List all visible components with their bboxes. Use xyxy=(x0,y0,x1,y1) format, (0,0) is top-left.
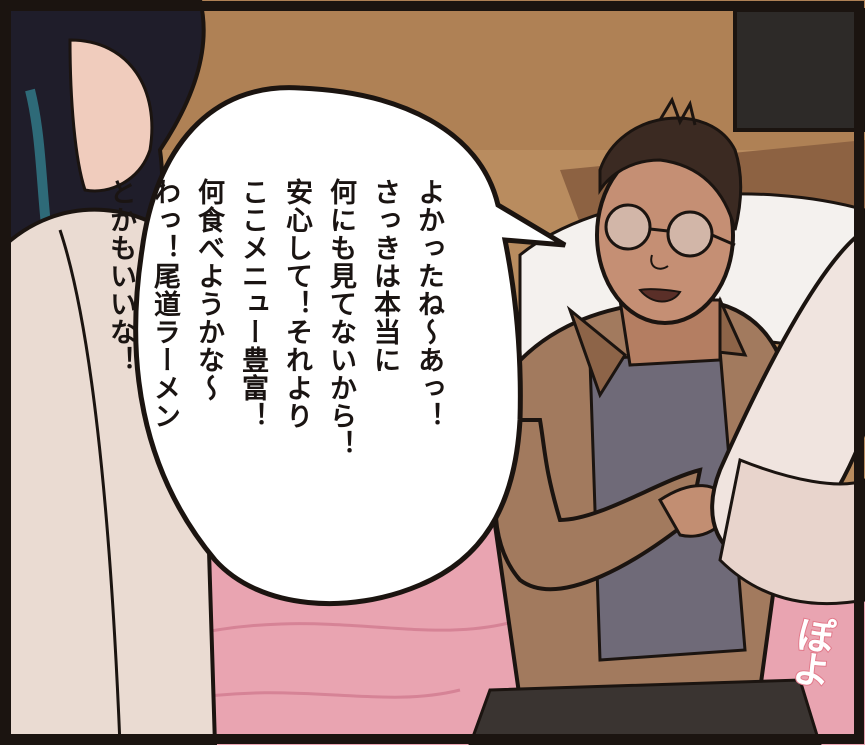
man-pants xyxy=(468,678,822,745)
woman-cardigan-edge xyxy=(58,229,122,745)
dialogue-line-6: 何食べようかな〜 xyxy=(193,178,224,402)
tv-screen xyxy=(735,10,865,130)
glasses-bridge xyxy=(649,227,669,233)
dialogue-line-8: とかもいいな！ xyxy=(105,178,136,374)
bed-sheet-fold xyxy=(169,618,521,642)
speech-bubble-text: よかったね〜あっ！ さっきは本当に 何にも見てないから！ 安心して！それより こ… xyxy=(105,178,450,478)
speech-bubble xyxy=(133,85,567,606)
man-hair-tuft xyxy=(658,96,697,126)
glasses-right-lens xyxy=(666,210,714,258)
dialogue-line-5: ここメニュー豊富！ xyxy=(237,178,268,430)
dialogue-line-4: 安心して！それより xyxy=(281,178,312,430)
dialogue-line-7: わっ！尾道ラーメン xyxy=(149,178,180,430)
man-mouth xyxy=(638,288,682,303)
bed-sheet-fold xyxy=(179,688,461,702)
man-hair xyxy=(598,116,743,231)
glasses-left-lens xyxy=(604,203,652,251)
woman-face xyxy=(68,38,154,193)
dialogue-line-3: 何にも見てないから！ xyxy=(325,178,356,458)
glasses-arm xyxy=(711,233,736,247)
dialogue-line-2: さっきは本当に xyxy=(369,178,400,374)
man-nose xyxy=(650,254,669,270)
dialogue-line-1: よかったね〜あっ！ xyxy=(413,178,444,430)
